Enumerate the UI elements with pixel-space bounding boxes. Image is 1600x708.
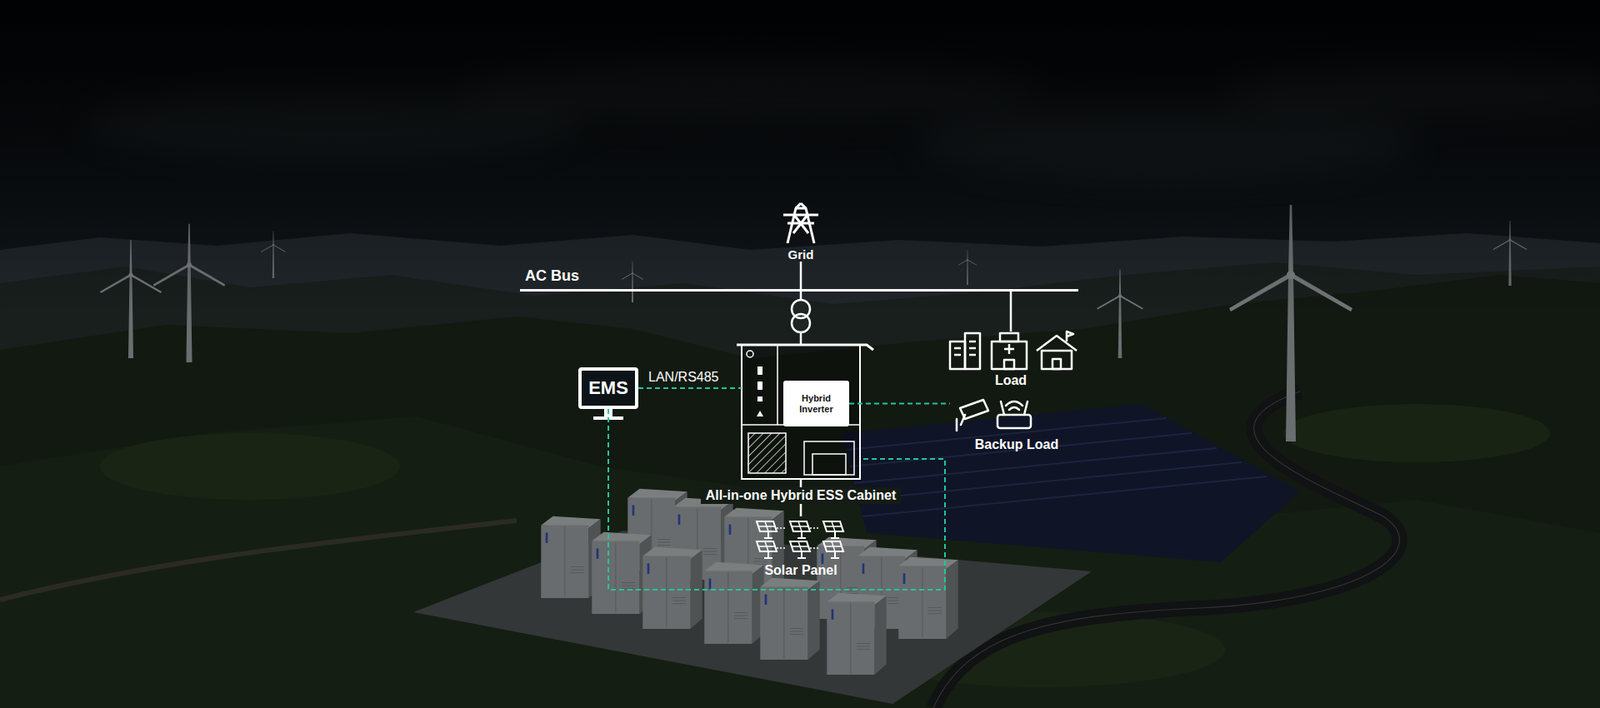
grid-tower-icon: [783, 203, 819, 244]
cabinet-illustration: [736, 345, 874, 480]
node-label: EMS: [588, 378, 629, 399]
solar-panel-icons: [756, 521, 844, 559]
node-label: AC Bus: [525, 267, 580, 285]
transformer-symbol: [791, 300, 810, 333]
load-group: Load: [941, 331, 1080, 389]
load-icons: [950, 331, 1077, 370]
edge-label: LAN/RS485: [648, 370, 720, 385]
backup-load-group: Backup Load: [950, 395, 1084, 453]
node-label: Hybrid Inverter: [783, 393, 850, 415]
node-label: Grid: [788, 247, 815, 262]
comm-line: [849, 403, 950, 405]
comm-line: [608, 409, 945, 590]
node-label: All-in-one Hybrid ESS Cabinet: [700, 487, 901, 505]
backup-load-icons: [956, 400, 1031, 431]
power-line: [1010, 291, 1013, 332]
grid-node: Grid: [767, 203, 835, 262]
node-label: Backup Load: [975, 437, 1059, 453]
ac-bus: AC Bus: [520, 289, 1079, 292]
node-label: Solar Panel: [764, 563, 837, 579]
hybrid-inverter: Hybrid Inverter: [783, 380, 850, 427]
ess-cabinet: All-in-one Hybrid ESS CabinetHybrid Inve…: [741, 345, 860, 480]
ems-monitor: EMS: [578, 367, 639, 410]
comm-line: [638, 387, 742, 390]
solar-panel-group: Solar Panel: [750, 516, 852, 579]
node-label: Load: [995, 373, 1027, 389]
power-line: [800, 261, 803, 290]
